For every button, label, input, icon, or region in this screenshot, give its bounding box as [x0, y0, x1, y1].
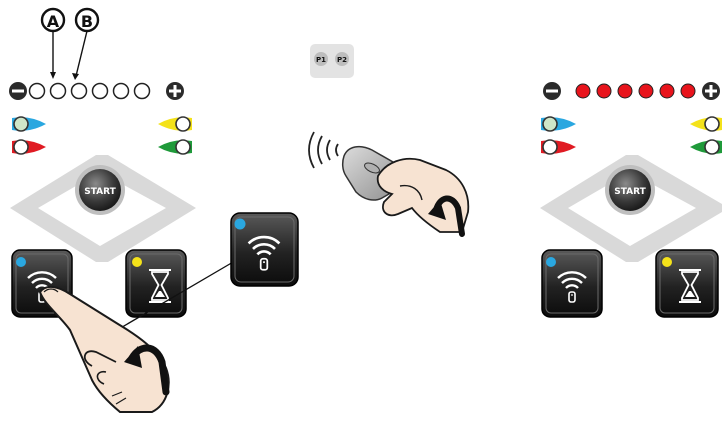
- indicator-yellow: [158, 117, 192, 131]
- indicator-blue: [12, 117, 46, 131]
- remote-learn-button[interactable]: [542, 250, 602, 317]
- svg-text:START: START: [614, 187, 646, 197]
- indicator-green: [690, 140, 722, 154]
- svg-text:B: B: [81, 12, 93, 31]
- svg-text:P2: P2: [337, 56, 347, 64]
- indicator-red: [12, 140, 46, 154]
- callout-b: B: [72, 9, 98, 80]
- led-indicator: [93, 84, 108, 99]
- led-row-left: [30, 84, 150, 99]
- start-button[interactable]: START: [75, 165, 125, 215]
- plus-button[interactable]: [702, 82, 720, 100]
- led-indicator: [30, 84, 45, 99]
- control-panel-left: A B: [9, 9, 298, 412]
- timer-button[interactable]: [656, 250, 718, 317]
- callout-a: A: [42, 9, 64, 79]
- minus-button[interactable]: [543, 82, 561, 100]
- led-indicator: [660, 84, 674, 98]
- plus-button[interactable]: [166, 82, 184, 100]
- led-indicator: [597, 84, 611, 98]
- holding-hand: [378, 159, 469, 232]
- svg-text:P1: P1: [316, 56, 326, 64]
- remote-learn-button-zoom: [231, 213, 298, 286]
- indicator-blue: [541, 117, 576, 131]
- indicator-dot-blue: [235, 219, 246, 230]
- remote-in-hand-illustration: [309, 132, 468, 234]
- indicator-yellow: [690, 117, 722, 131]
- led-indicator: [681, 84, 695, 98]
- indicator-dot-yellow: [662, 257, 672, 267]
- indicator-dot-blue: [546, 257, 556, 267]
- small-remote-p1-p2: P1 P2: [310, 44, 354, 78]
- svg-text:START: START: [84, 187, 116, 197]
- signal-waves-icon: [309, 132, 338, 168]
- indicator-dot-blue: [16, 257, 26, 267]
- led-indicator: [618, 84, 632, 98]
- led-indicator: [51, 84, 66, 99]
- led-indicator: [114, 84, 129, 99]
- start-button[interactable]: START: [605, 165, 655, 215]
- led-indicator: [72, 84, 87, 99]
- control-panel-right: START: [540, 82, 722, 317]
- led-indicator: [576, 84, 590, 98]
- indicator-dot-yellow: [132, 257, 142, 267]
- led-indicator: [639, 84, 653, 98]
- led-row-right: [576, 84, 695, 98]
- led-indicator: [135, 84, 150, 99]
- indicator-red: [541, 140, 576, 154]
- indicator-green: [158, 140, 192, 154]
- svg-text:A: A: [47, 12, 60, 31]
- minus-button[interactable]: [9, 82, 27, 100]
